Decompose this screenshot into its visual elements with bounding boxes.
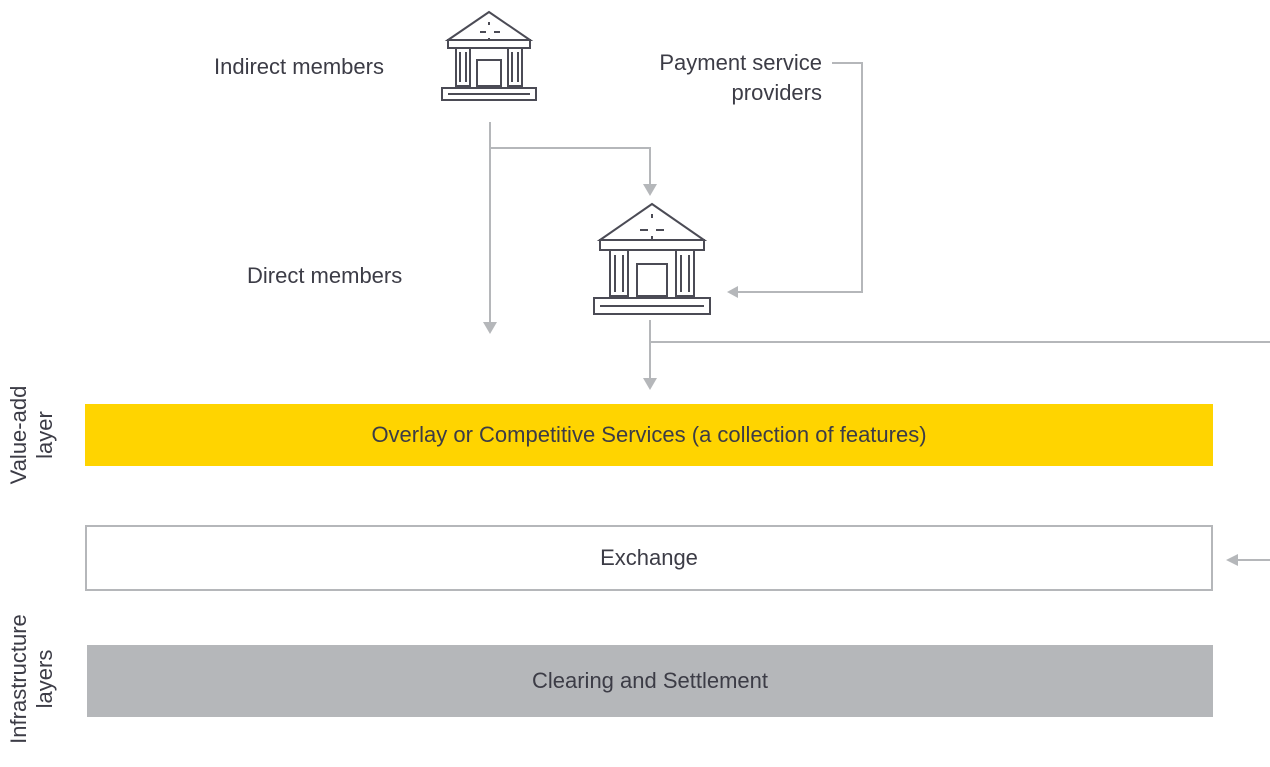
overlay-services-layer: Overlay or Competitive Services (a colle…: [85, 404, 1213, 466]
payment-providers-line2: providers: [731, 80, 822, 105]
arrowhead-left-exchange: [1226, 554, 1238, 566]
payment-service-providers-label: Payment service providers: [600, 48, 822, 108]
payment-providers-line1: Payment service: [659, 50, 822, 75]
indirect-to-direct-line: [490, 147, 651, 186]
overlay-services-text: Overlay or Competitive Services (a colle…: [371, 422, 927, 447]
infrastructure-layers-label: Infrastructure layers: [6, 591, 58, 767]
indirect-members-label: Indirect members: [214, 54, 384, 79]
arrowhead-down-overlay: [643, 378, 657, 390]
value-add-line2: layer: [32, 411, 57, 459]
bank-building-icon: [593, 202, 711, 315]
value-add-line1: Value-add: [6, 385, 31, 485]
arrowhead-down-indirect: [483, 322, 497, 334]
direct-members-label: Direct members: [247, 263, 403, 288]
bank-building-icon: [441, 10, 537, 101]
exchange-layer: Exchange: [85, 525, 1213, 591]
infrastructure-line1: Infrastructure: [6, 614, 31, 744]
value-add-layer-label: Value-add layer: [6, 370, 58, 500]
infrastructure-line2: layers: [32, 649, 57, 709]
clearing-settlement-layer: Clearing and Settlement: [87, 645, 1213, 717]
payment-providers-line: [738, 62, 863, 293]
arrowhead-down-direct-bank: [643, 184, 657, 196]
exchange-text: Exchange: [600, 545, 698, 570]
arrowhead-left-direct-bank: [727, 286, 738, 298]
clearing-settlement-text: Clearing and Settlement: [531, 668, 769, 693]
